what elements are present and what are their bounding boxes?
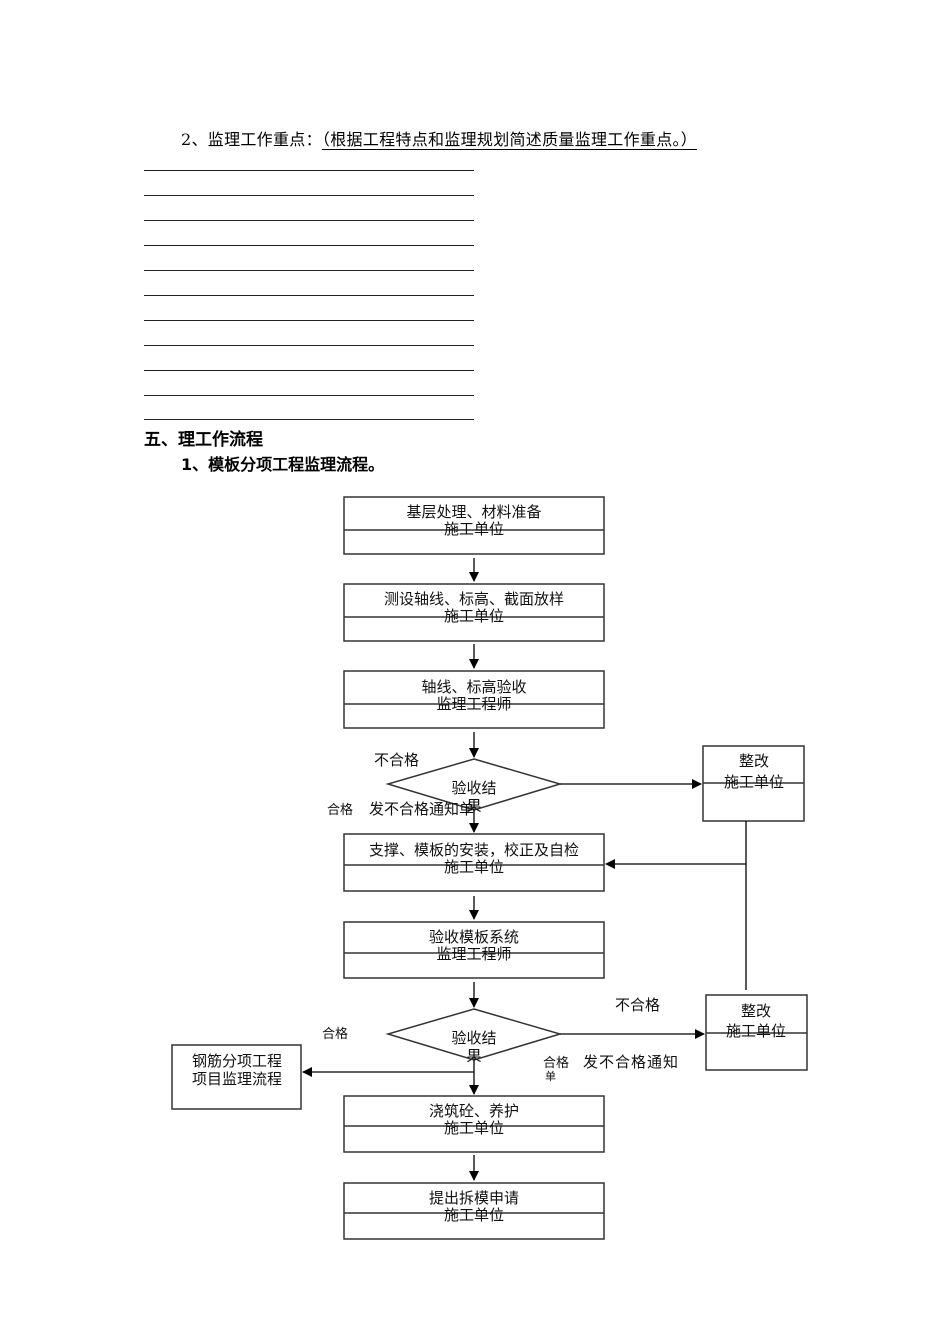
- decision-text: 果: [466, 797, 481, 815]
- label-pass: 合格: [327, 802, 353, 818]
- rectify-role: 施工单位: [726, 1022, 786, 1040]
- section-subheading: 1、模板分项工程监理流程。: [181, 455, 385, 474]
- step-role: 监理工程师: [436, 945, 511, 963]
- label-notice-tail: 单: [545, 1070, 556, 1083]
- blank-line[interactable]: [144, 295, 474, 296]
- step-title: 轴线、标高验收: [421, 678, 526, 696]
- step-title: 测设轴线、标高、截面放样: [384, 590, 564, 608]
- decision-text: 果: [466, 1047, 481, 1065]
- step-title: 提出拆模申请: [429, 1189, 519, 1207]
- step-box-7: [343, 1182, 605, 1240]
- blank-line[interactable]: [144, 170, 474, 171]
- step-title: 基层处理、材料准备: [406, 503, 541, 521]
- label-notice: 发不合格通知: [583, 1053, 679, 1071]
- section-heading: 五、理工作流程: [144, 430, 263, 450]
- step-role: 施工单位: [444, 1119, 504, 1137]
- step-box-5: [343, 921, 605, 979]
- blank-line[interactable]: [144, 370, 474, 371]
- rectify-box-1: [702, 745, 805, 822]
- rectify-title: 整改: [739, 752, 769, 770]
- step-box-6: [343, 1095, 605, 1153]
- step-role: 施工单位: [444, 1206, 504, 1224]
- step-box-4: [343, 833, 605, 892]
- blank-line[interactable]: [144, 395, 474, 396]
- step-box-2: [343, 583, 605, 642]
- blank-line[interactable]: [144, 345, 474, 346]
- step-title: 验收模板系统: [429, 928, 519, 946]
- blank-line[interactable]: [144, 195, 474, 196]
- label-notice: 发不合格通知单: [369, 800, 474, 818]
- step-role: 施工单位: [444, 607, 504, 625]
- step-role: 监理工程师: [436, 695, 511, 713]
- step-title: 浇筑砼、养护: [429, 1102, 519, 1120]
- item2-hint: （根据工程特点和监理规划简述质量监理工作重点。）: [321, 130, 698, 149]
- blank-line[interactable]: [144, 270, 474, 271]
- decision-text: 验收结: [451, 779, 496, 797]
- step-box-3: [343, 670, 605, 729]
- rectify-role: 施工单位: [724, 773, 784, 791]
- side-box-text: 项目监理流程: [192, 1070, 282, 1088]
- blank-line[interactable]: [144, 245, 474, 246]
- step-box-1: [343, 496, 605, 555]
- side-box-text: 钢筋分项工程: [192, 1052, 282, 1070]
- step-role: 施工单位: [444, 858, 504, 876]
- blank-line[interactable]: [144, 320, 474, 321]
- rectify-title: 整改: [741, 1002, 771, 1020]
- label-pass: 合格: [543, 1055, 569, 1071]
- label-fail: 不合格: [374, 751, 419, 769]
- step-title: 支撑、模板的安装，校正及自检: [369, 841, 579, 859]
- decision-text: 验收结: [451, 1029, 496, 1047]
- step-role: 施工单位: [444, 520, 504, 538]
- blank-line[interactable]: [144, 419, 474, 420]
- blank-line[interactable]: [144, 220, 474, 221]
- rectify-box-2: [705, 994, 808, 1071]
- label-pass: 合格: [322, 1026, 348, 1042]
- item2-line: 2、监理工作重点：（根据工程特点和监理规划简述质量监理工作重点。）: [181, 126, 697, 150]
- side-box: [171, 1044, 302, 1110]
- item2-label: 2、监理工作重点：: [181, 130, 322, 149]
- label-fail: 不合格: [615, 996, 660, 1014]
